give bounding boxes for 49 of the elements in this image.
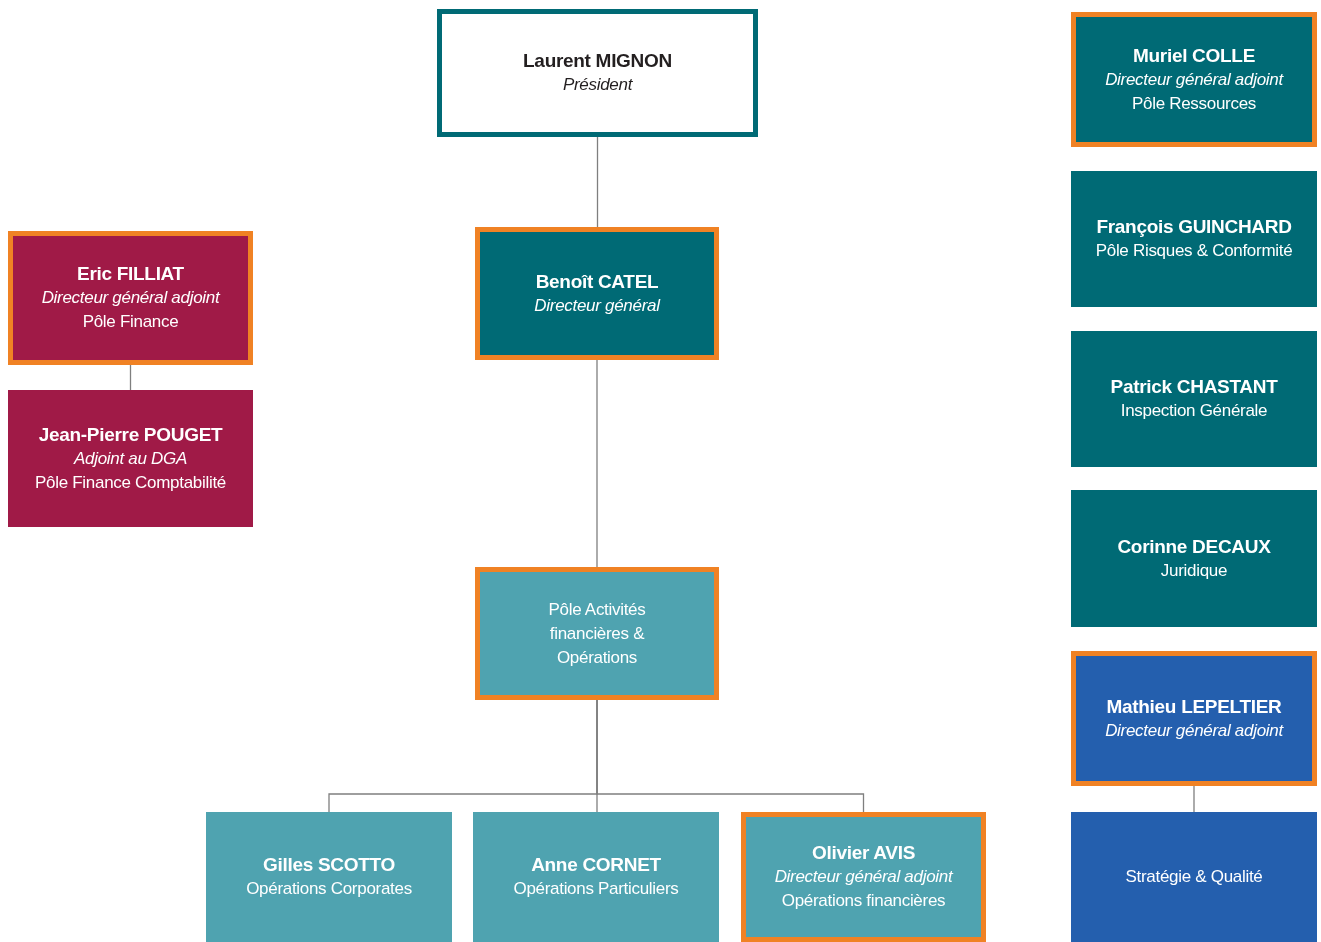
org-box bbox=[473, 812, 719, 942]
org-box bbox=[1071, 12, 1317, 147]
connector-line bbox=[596, 699, 865, 813]
department-name: Stratégie & Qualité bbox=[1125, 866, 1263, 888]
connector-line bbox=[129, 364, 132, 391]
org-box bbox=[1071, 331, 1317, 467]
person-name: Anne CORNET bbox=[531, 853, 661, 877]
person-name: Eric FILLIAT bbox=[77, 262, 184, 286]
org-box bbox=[8, 390, 253, 527]
person-name: Benoît CATEL bbox=[535, 269, 659, 294]
person-name: Mathieu LEPELTIER bbox=[1106, 694, 1282, 719]
org-box bbox=[475, 567, 719, 700]
connector-line bbox=[596, 359, 598, 568]
job-title: Directeur général bbox=[534, 294, 660, 317]
department-name: Pôle Finance bbox=[82, 311, 179, 333]
department-name: Pôle Ressources bbox=[1132, 92, 1256, 115]
person-name: Jean-Pierre POUGET bbox=[38, 422, 223, 447]
person-name: Laurent MIGNON bbox=[523, 49, 672, 73]
job-title: Directeur général adjoint bbox=[1105, 719, 1283, 742]
person-name: Gilles SCOTTO bbox=[263, 853, 395, 877]
job-title: Président bbox=[562, 74, 633, 96]
job-title: Directeur général adjoint bbox=[774, 866, 953, 888]
org-box bbox=[1071, 651, 1317, 786]
department-name: Pôle Risques & Conformité bbox=[1095, 240, 1293, 262]
connector-line bbox=[596, 136, 599, 228]
job-title: Adjoint au DGA bbox=[74, 447, 187, 470]
department-name: Inspection Générale bbox=[1120, 400, 1268, 422]
org-box bbox=[437, 9, 758, 137]
org-box bbox=[206, 812, 452, 942]
org-box bbox=[741, 812, 986, 942]
department-name: Opérations Corporates bbox=[246, 878, 412, 900]
person-name: Muriel COLLE bbox=[1133, 43, 1255, 68]
org-box bbox=[1071, 490, 1317, 627]
person-name: Olivier AVIS bbox=[811, 841, 916, 865]
person-name: Patrick CHASTANT bbox=[1110, 375, 1278, 399]
department-name: Pôle Finance Comptabilité bbox=[35, 471, 226, 494]
job-title: Directeur général adjoint bbox=[41, 287, 220, 309]
org-box bbox=[475, 227, 719, 360]
org-box bbox=[1071, 171, 1317, 307]
department-name: Juridique bbox=[1160, 559, 1228, 582]
org-box bbox=[1071, 812, 1317, 942]
job-title: Directeur général adjoint bbox=[1105, 68, 1283, 91]
department-name: Opérations financières bbox=[781, 890, 946, 912]
department-name: Opérations Particuliers bbox=[513, 878, 679, 900]
person-name: Corinne DECAUX bbox=[1117, 534, 1271, 559]
department-name: Pôle Activités financières & Opérations bbox=[547, 598, 647, 669]
connector-line bbox=[1193, 785, 1195, 813]
org-box bbox=[8, 231, 253, 365]
person-name: François GUINCHARD bbox=[1096, 215, 1292, 239]
